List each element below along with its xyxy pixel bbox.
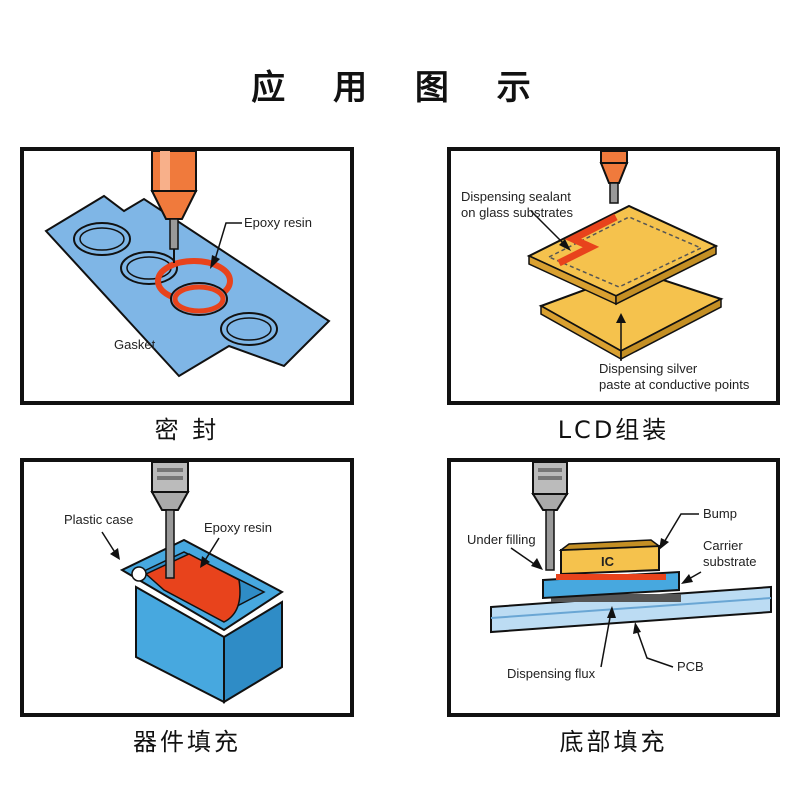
flux-bumps — [551, 594, 681, 602]
label-dispensing-flux: Dispensing flux — [507, 666, 596, 681]
caption-sealing: 密 封 — [154, 416, 220, 444]
page-title: 应 用 图 示 — [251, 68, 549, 108]
caption-lcd: LCD组装 — [557, 416, 670, 444]
panel-potting: Plastic case Epoxy resin — [20, 458, 354, 717]
dispense-needle-tip — [169, 218, 179, 250]
label-carrier-2: substrate — [703, 554, 756, 569]
sealing-diagram: Epoxy resin Gasket — [44, 151, 331, 378]
panel-sealing: Epoxy resin Gasket — [20, 147, 354, 405]
label-epoxy-resin-2: Epoxy resin — [204, 520, 272, 535]
label-epoxy-resin: Epoxy resin — [244, 215, 312, 230]
caption-potting: 器件填充 — [133, 728, 241, 756]
ic-label: IC — [601, 554, 615, 569]
lcd-needle — [609, 182, 619, 204]
label-bump: Bump — [703, 506, 737, 521]
lcd-diagram: Dispensing sealant on glass substrates D… — [461, 151, 750, 392]
underfill-needle — [545, 509, 555, 571]
label-silver-2: paste at conductive points — [599, 377, 750, 392]
underfill-diagram: IC Bump Under filling Carrier substrate … — [467, 462, 772, 681]
label-sealant-2: on glass substrates — [461, 205, 574, 220]
label-gasket: Gasket — [114, 337, 156, 352]
potting-diagram: Plastic case Epoxy resin — [64, 462, 284, 704]
label-carrier-1: Carrier — [703, 538, 743, 553]
label-sealant-1: Dispensing sealant — [461, 189, 571, 204]
panel-lcd: Dispensing sealant on glass substrates D… — [447, 147, 780, 405]
red-sealant — [557, 213, 618, 267]
label-silver-1: Dispensing silver — [599, 361, 698, 376]
panel-underfill: IC Bump Under filling Carrier substrate … — [447, 458, 780, 717]
dispense-needle-body — [151, 151, 197, 192]
label-under-filling: Under filling — [467, 532, 536, 547]
label-pcb: PCB — [677, 659, 704, 674]
pcb-board — [490, 585, 772, 634]
label-plastic-case: Plastic case — [64, 512, 133, 527]
caption-underfill: 底部填充 — [559, 728, 668, 756]
plastic-case-side — [223, 600, 283, 704]
potting-needle — [165, 509, 175, 579]
